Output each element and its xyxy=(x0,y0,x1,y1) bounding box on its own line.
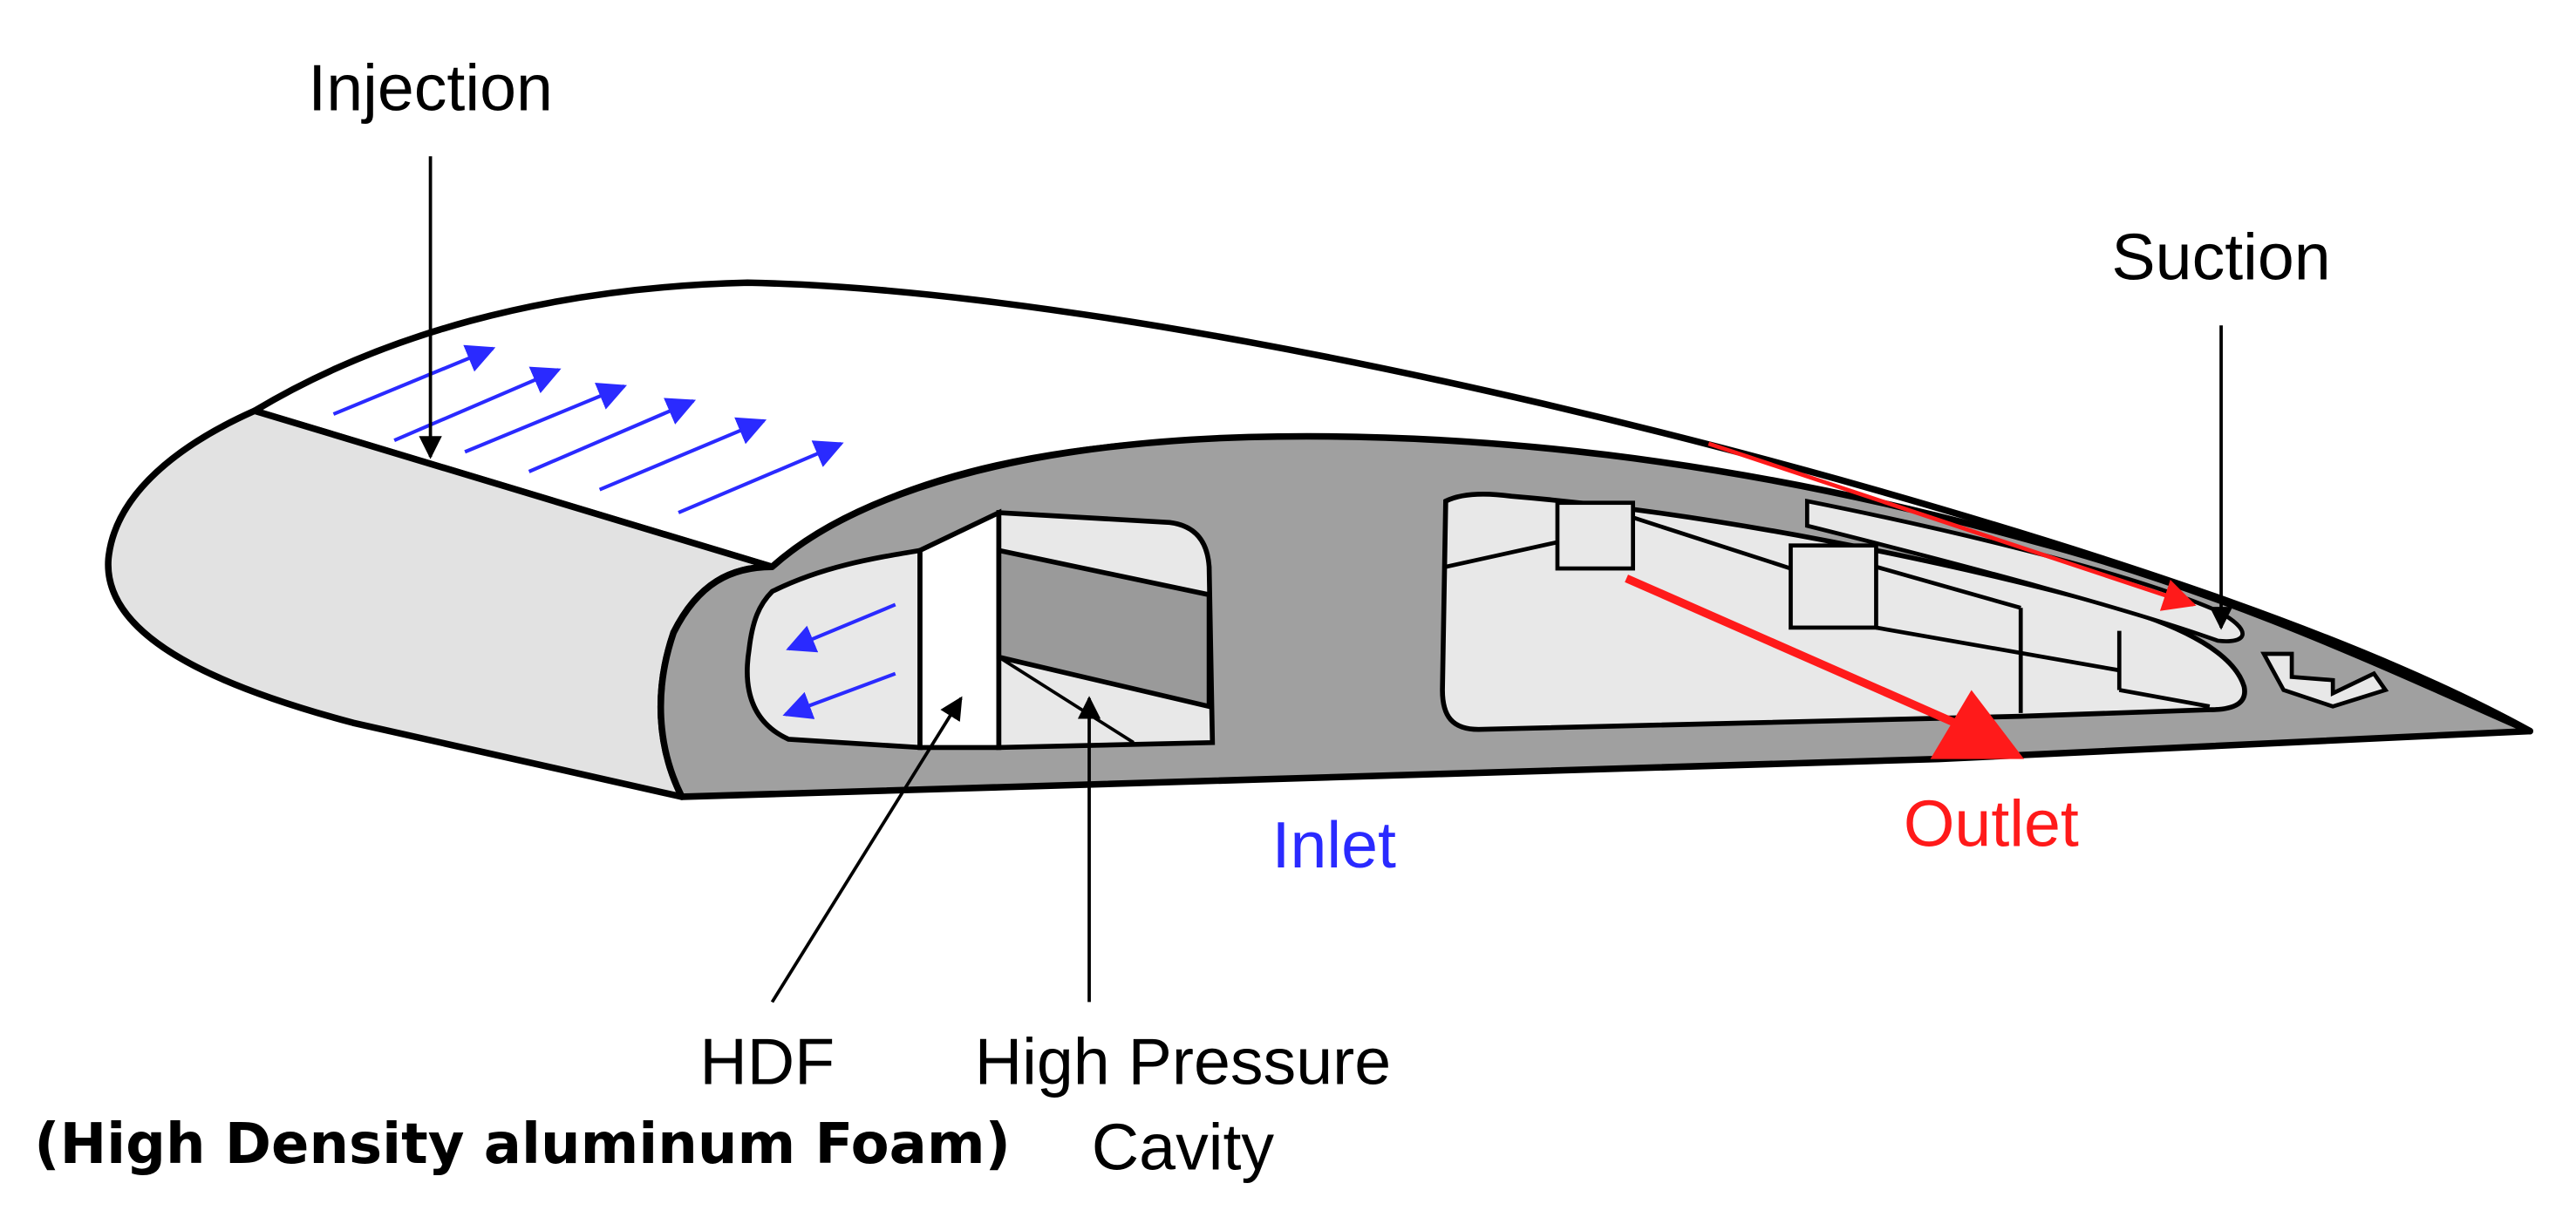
trailing-notch xyxy=(2260,651,2389,709)
rear-cavity-ribs xyxy=(1445,500,2211,713)
cavity-spar xyxy=(996,547,1212,710)
inlet-arrows xyxy=(782,602,896,719)
outlet-arrow xyxy=(1625,575,2024,759)
suction-channel xyxy=(1804,498,2245,643)
cavity-label-line2: Cavity xyxy=(1092,1111,1275,1184)
hdf-full-name: (High Density aluminum Foam) xyxy=(34,1112,1011,1177)
injection-label: Injection xyxy=(308,51,553,124)
inlet-label: Inlet xyxy=(1272,808,1396,881)
outlet-label: Outlet xyxy=(1904,786,2079,860)
suction-flow-arrow xyxy=(1707,441,2197,611)
injection-arrows xyxy=(332,344,844,514)
suction-label: Suction xyxy=(2111,221,2330,294)
hdf-leader xyxy=(770,696,963,1003)
hdf-label: HDF xyxy=(699,1025,835,1098)
hdf-block xyxy=(917,508,1002,751)
cavity-label-line1: High Pressure xyxy=(975,1025,1391,1098)
